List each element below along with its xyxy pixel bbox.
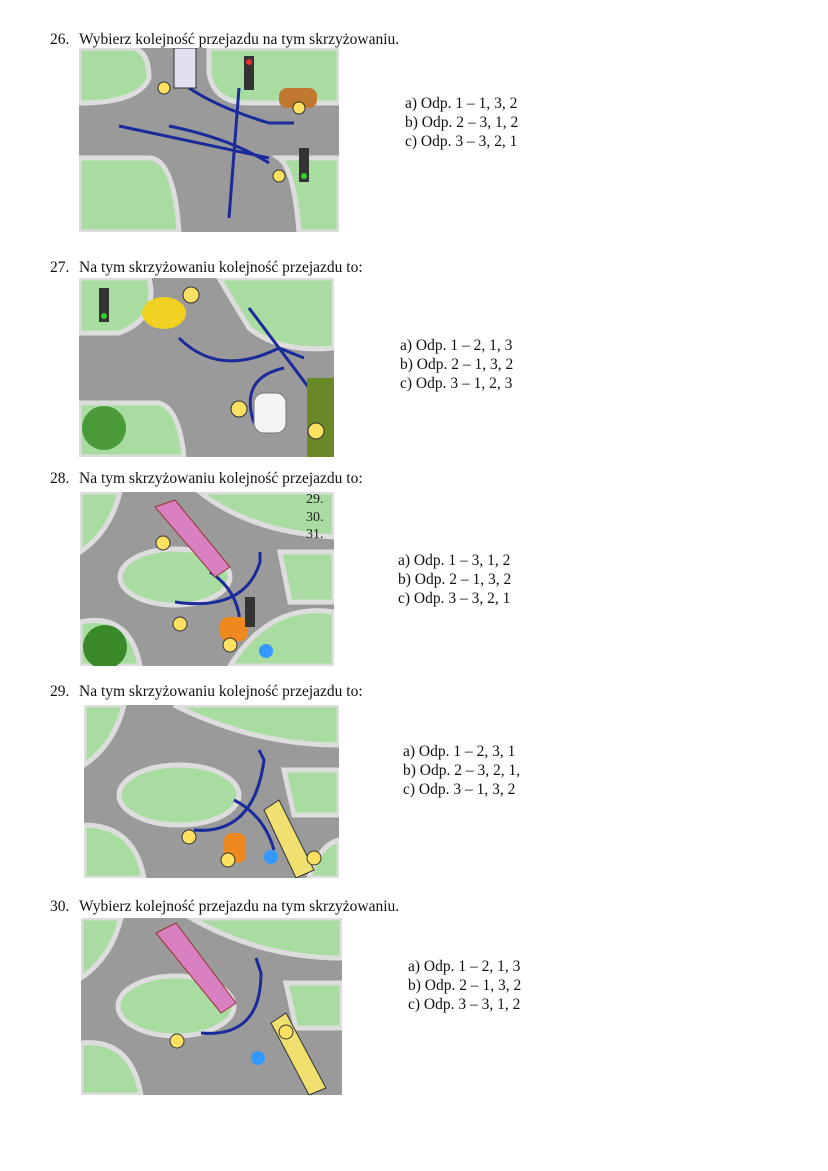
answer-option-c[interactable]: c) Odp. 3 – 3, 2, 1	[405, 133, 518, 150]
question-title: Wybierz kolejność przejazdu na tym skrzy…	[79, 31, 400, 48]
answer-option-b[interactable]: b) Odp. 2 – 1, 3, 2	[408, 977, 522, 994]
answer-option-c[interactable]: c) Odp. 3 – 3, 1, 2	[408, 996, 521, 1013]
answer-option-b[interactable]: b) Odp. 2 – 3, 2, 1,	[403, 762, 521, 779]
answer-option-b[interactable]: b) Odp. 2 – 1, 3, 2	[400, 356, 514, 373]
answer-option-a[interactable]: a) Odp. 1 – 3, 1, 2	[398, 552, 511, 569]
answer-option-b[interactable]: b) Odp. 2 – 1, 3, 2	[398, 571, 512, 588]
question-number: 29.	[50, 683, 70, 700]
answer-options: a) Odp. 1 – 2, 3, 1 b) Odp. 2 – 3, 2, 1,…	[403, 742, 520, 799]
overlay-number: 29.	[306, 492, 324, 507]
question-title: Na tym skrzyżowaniu kolejność przejazdu …	[79, 259, 363, 276]
question-number: 27.	[50, 259, 70, 276]
answer-options: a) Odp. 1 – 1, 3, 2 b) Odp. 2 – 3, 1, 2 …	[405, 94, 518, 151]
answer-option-a[interactable]: a) Odp. 1 – 1, 3, 2	[405, 95, 518, 112]
question-title: Wybierz kolejność przejazdu na tym skrzy…	[79, 898, 400, 915]
roundabout-illustration	[81, 918, 342, 1095]
intersection-illustration	[79, 48, 339, 232]
answer-option-a[interactable]: a) Odp. 1 – 2, 3, 1	[403, 743, 516, 760]
overlay-number: 30.	[306, 510, 324, 525]
answer-option-c[interactable]: c) Odp. 3 – 3, 2, 1	[398, 590, 511, 607]
intersection-illustration	[79, 278, 334, 457]
answer-option-c[interactable]: c) Odp. 3 – 1, 2, 3	[400, 375, 513, 392]
answer-options: a) Odp. 1 – 3, 1, 2 b) Odp. 2 – 1, 3, 2 …	[398, 551, 511, 608]
question-title: Na tym skrzyżowaniu kolejność przejazdu …	[79, 470, 363, 487]
roundabout-illustration	[80, 492, 334, 666]
overlay-number: 31.	[306, 527, 324, 542]
answer-option-a[interactable]: a) Odp. 1 – 2, 1, 3	[400, 337, 513, 354]
answer-option-c[interactable]: c) Odp. 3 – 1, 3, 2	[403, 781, 516, 798]
question-number: 26.	[50, 31, 70, 48]
answer-option-a[interactable]: a) Odp. 1 – 2, 1, 3	[408, 958, 521, 975]
question-number: 30.	[50, 898, 70, 915]
answer-options: a) Odp. 1 – 2, 1, 3 b) Odp. 2 – 1, 3, 2 …	[408, 957, 521, 1014]
question-number: 28.	[50, 470, 70, 487]
answer-options: a) Odp. 1 – 2, 1, 3 b) Odp. 2 – 1, 3, 2 …	[400, 336, 513, 393]
answer-option-b[interactable]: b) Odp. 2 – 3, 1, 2	[405, 114, 519, 131]
roundabout-illustration	[84, 705, 339, 878]
question-title: Na tym skrzyżowaniu kolejność przejazdu …	[79, 683, 363, 700]
